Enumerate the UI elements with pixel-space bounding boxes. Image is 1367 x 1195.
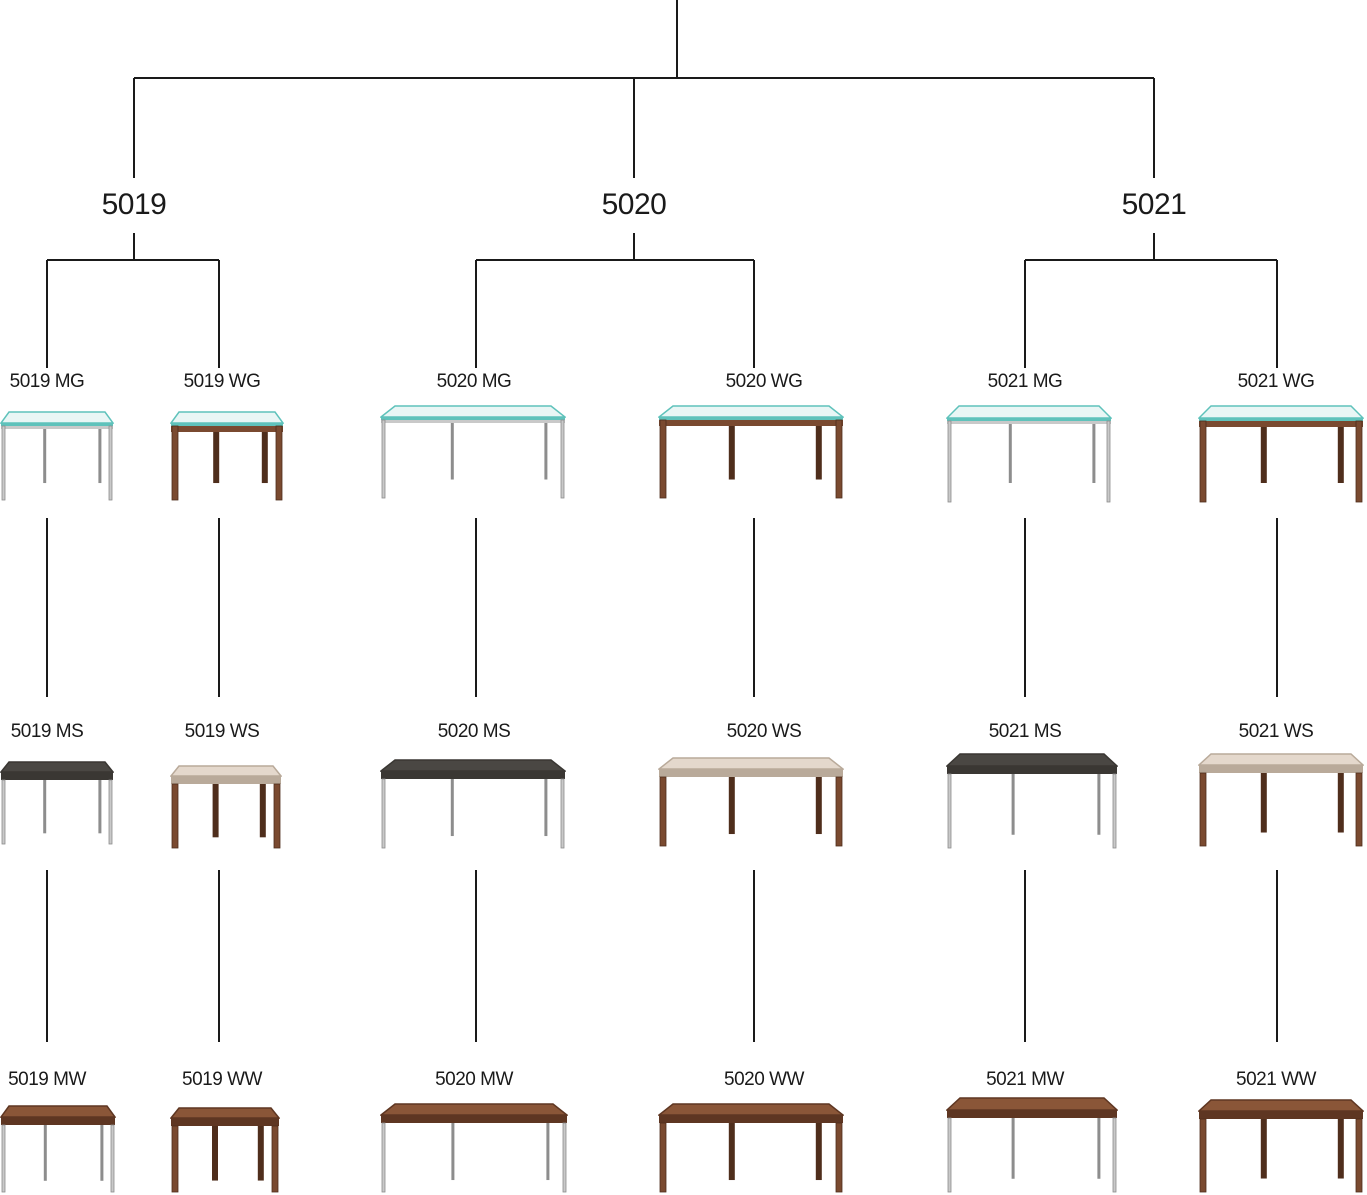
stone-table-icon	[380, 759, 566, 849]
glass-table-icon	[658, 405, 844, 499]
item-label-5020-ws: 5020 WS	[726, 721, 802, 742]
item-label-5020-mw: 5020 MW	[435, 1069, 513, 1090]
group-label-5021: 5021	[1121, 188, 1187, 221]
wood-table-icon	[658, 1103, 844, 1193]
wood-table-icon	[946, 1097, 1118, 1193]
item-label-5019-ww: 5019 WW	[182, 1069, 262, 1090]
item-label-5020-ww: 5020 WW	[724, 1069, 804, 1090]
item-label-5019-mg: 5019 MG	[9, 371, 85, 392]
glass-table-icon	[0, 411, 114, 501]
wood-table-icon	[170, 1107, 280, 1193]
glass-table-icon	[170, 411, 284, 501]
glass-table-icon	[380, 405, 566, 499]
stone-table-icon	[0, 761, 114, 845]
item-label-5020-ms: 5020 MS	[437, 721, 511, 742]
item-label-5021-ws: 5021 WS	[1238, 721, 1314, 742]
item-label-5019-ws: 5019 WS	[184, 721, 260, 742]
group-label-5019: 5019	[101, 188, 167, 221]
item-label-5021-wg: 5021 WG	[1237, 371, 1315, 392]
stone-table-icon	[946, 753, 1118, 849]
item-label-5019-ms: 5019 MS	[10, 721, 84, 742]
glass-table-icon	[1198, 405, 1364, 503]
item-label-5021-mg: 5021 MG	[987, 371, 1063, 392]
stone-table-icon	[170, 765, 282, 849]
wood-table-icon	[0, 1105, 116, 1193]
item-label-5021-ms: 5021 MS	[988, 721, 1062, 742]
stone-table-icon	[1198, 753, 1364, 847]
item-label-5020-wg: 5020 WG	[725, 371, 803, 392]
item-label-5019-wg: 5019 WG	[183, 371, 261, 392]
item-label-5019-mw: 5019 MW	[8, 1069, 86, 1090]
wood-table-icon	[1198, 1099, 1364, 1193]
stone-table-icon	[658, 757, 844, 847]
item-label-5021-mw: 5021 MW	[986, 1069, 1064, 1090]
item-label-5021-ww: 5021 WW	[1236, 1069, 1316, 1090]
item-label-5020-mg: 5020 MG	[436, 371, 512, 392]
wood-table-icon	[380, 1103, 568, 1193]
group-label-5020: 5020	[601, 188, 667, 221]
glass-table-icon	[946, 405, 1112, 503]
